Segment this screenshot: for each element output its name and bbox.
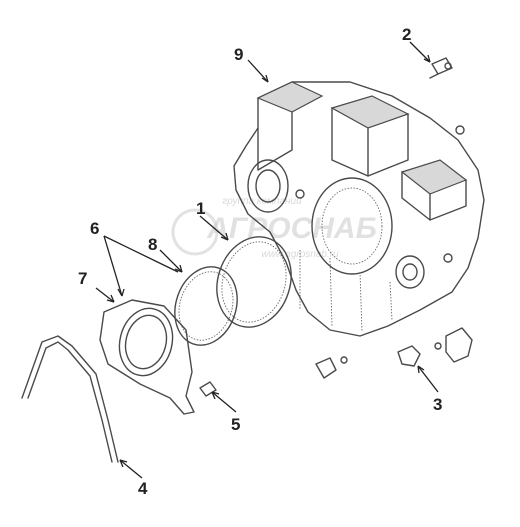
label-4: 4 bbox=[138, 479, 148, 498]
seal-ring-large bbox=[216, 236, 292, 328]
gasket bbox=[21, 335, 119, 463]
small-bolt bbox=[199, 381, 217, 397]
callout-labels: 1 2 3 4 5 6 7 8 9 bbox=[78, 25, 442, 498]
label-9: 9 bbox=[234, 45, 243, 64]
label-3: 3 bbox=[433, 395, 442, 414]
label-2: 2 bbox=[402, 25, 411, 44]
label-5: 5 bbox=[231, 415, 240, 434]
bolt bbox=[429, 57, 453, 79]
seal-ring bbox=[174, 266, 238, 346]
label-8: 8 bbox=[148, 235, 157, 254]
watermark-brand-text: АГРОСНАБ bbox=[206, 212, 377, 245]
leader-lines bbox=[95, 41, 439, 479]
front-cover bbox=[99, 299, 195, 415]
label-6: 6 bbox=[90, 219, 99, 238]
label-1: 1 bbox=[196, 199, 205, 218]
label-7: 7 bbox=[78, 269, 87, 288]
bracket-plug bbox=[315, 327, 473, 379]
watermark-top-text: группа компаний bbox=[222, 196, 302, 207]
watermark-logo-icon bbox=[171, 208, 219, 256]
flywheel-housing bbox=[233, 81, 485, 337]
